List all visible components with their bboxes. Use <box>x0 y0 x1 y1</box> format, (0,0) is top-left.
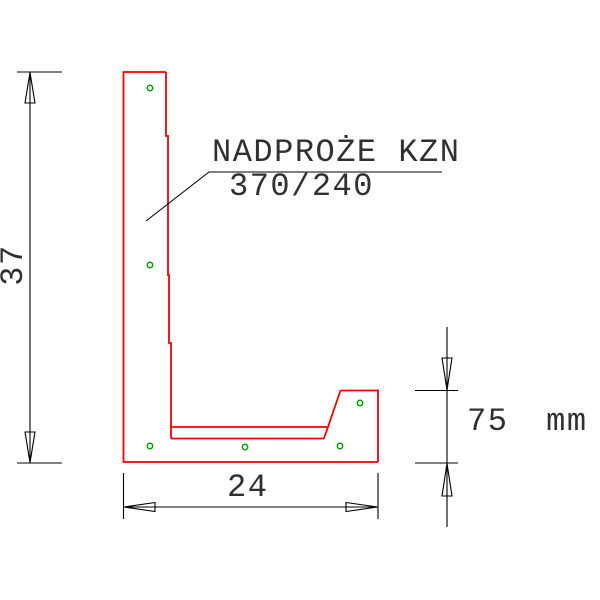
leader-line <box>145 171 442 222</box>
profile-diagonal-edge <box>323 390 342 439</box>
profile-inner-edge <box>165 72 172 439</box>
leader-polyline <box>145 171 442 222</box>
arrowhead-right-icon <box>345 501 378 513</box>
dim-width-label: 24 <box>227 469 269 506</box>
rebar-dot <box>356 399 364 407</box>
arrowhead-up-icon <box>24 72 36 104</box>
label-title: NADPROŻE KZN <box>212 134 461 171</box>
rebar-dot <box>241 443 249 451</box>
dimension-bottom <box>122 473 379 519</box>
rebar-dot <box>146 442 154 450</box>
dim-lip-label: 75 mm <box>467 403 588 440</box>
profile-outline <box>122 71 379 463</box>
dimension-right <box>415 327 458 527</box>
rebar-dot <box>146 261 154 269</box>
arrowhead-up-icon <box>441 463 453 497</box>
rebar-dot <box>146 84 154 92</box>
dimension-left <box>17 71 62 464</box>
arrowhead-down-icon <box>441 357 453 391</box>
arrowhead-down-icon <box>24 431 36 463</box>
rebar-dot <box>336 442 344 450</box>
rebar-dots <box>146 84 364 451</box>
dim-height-label: 37 <box>0 244 32 286</box>
label-size: 370/240 <box>229 168 374 205</box>
arrowhead-left-icon <box>123 501 156 513</box>
